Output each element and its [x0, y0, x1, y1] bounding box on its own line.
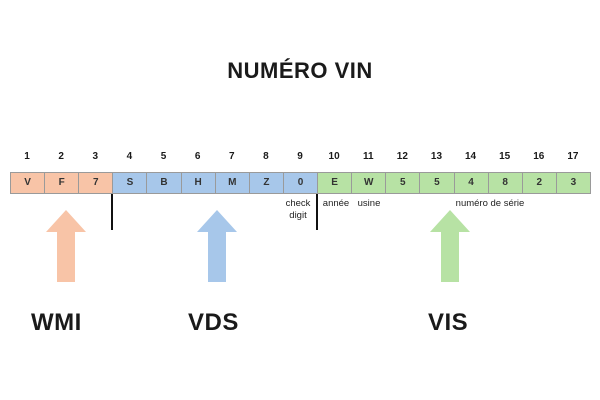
- position-number: 3: [92, 151, 99, 162]
- vin-cell-vis: W: [351, 172, 387, 194]
- vin-cell-vds: M: [214, 172, 250, 194]
- position-number: 14: [465, 151, 477, 162]
- wmi-arrow-shape: [46, 210, 86, 282]
- vis-arrow-shape: [430, 210, 470, 282]
- position-number: 9: [297, 151, 303, 162]
- vin-cell-vis: E: [317, 172, 353, 194]
- vds-vis-divider: [316, 194, 318, 230]
- position-number: 1: [24, 151, 30, 162]
- vin-cell-vis: 8: [487, 172, 523, 194]
- vin-cell-vis: 2: [521, 172, 557, 194]
- position-number: 13: [430, 151, 443, 162]
- position-number: 16: [533, 151, 545, 162]
- wmi-up-arrow-icon: [46, 210, 86, 282]
- vin-cell-vds: H: [180, 172, 216, 194]
- vin-cell-vis: 5: [419, 172, 455, 194]
- numero-serie-label: numéro de série: [455, 198, 525, 209]
- vds-section-label: VDS: [188, 309, 239, 336]
- wmi-section-label: WMI: [31, 309, 82, 336]
- check-digit-label-line2: digit: [289, 210, 307, 221]
- position-number: 6: [194, 151, 201, 162]
- position-number: 7: [228, 151, 235, 162]
- vin-cell-wmi: V: [10, 172, 46, 194]
- vin-cell-wmi: 7: [78, 172, 114, 194]
- vin-cell-vds: B: [146, 172, 182, 194]
- vds-arrow-shape: [197, 210, 237, 282]
- vin-cell-vds: Z: [248, 172, 284, 194]
- vis-up-arrow-icon: [430, 210, 470, 282]
- vin-cell-vis: 4: [453, 172, 489, 194]
- position-number: 2: [58, 151, 64, 162]
- vin-cell-vds: 0: [282, 172, 319, 194]
- position-number: 8: [263, 151, 269, 162]
- usine-label: usine: [357, 198, 381, 209]
- check-digit-label-line1: check: [285, 198, 311, 209]
- position-number: 4: [126, 151, 133, 162]
- check-digit-label: check digit: [278, 198, 318, 222]
- vin-cell-vis: 5: [385, 172, 421, 194]
- vin-cell-wmi: F: [44, 172, 80, 194]
- vis-section-label: VIS: [428, 309, 469, 336]
- position-number: 17: [567, 151, 579, 162]
- position-number: 5: [160, 151, 167, 162]
- vds-up-arrow-icon: [197, 210, 237, 282]
- vin-cell-vds: S: [112, 172, 148, 194]
- position-number: 11: [362, 151, 374, 162]
- position-number: 10: [328, 151, 340, 162]
- page-title: NUMÉRO VIN: [227, 58, 373, 83]
- position-number: 12: [396, 151, 408, 162]
- wmi-vds-divider: [111, 194, 113, 230]
- vin-cell-vis: 3: [555, 172, 591, 194]
- position-number: 15: [499, 151, 511, 162]
- annee-label: année: [322, 198, 350, 209]
